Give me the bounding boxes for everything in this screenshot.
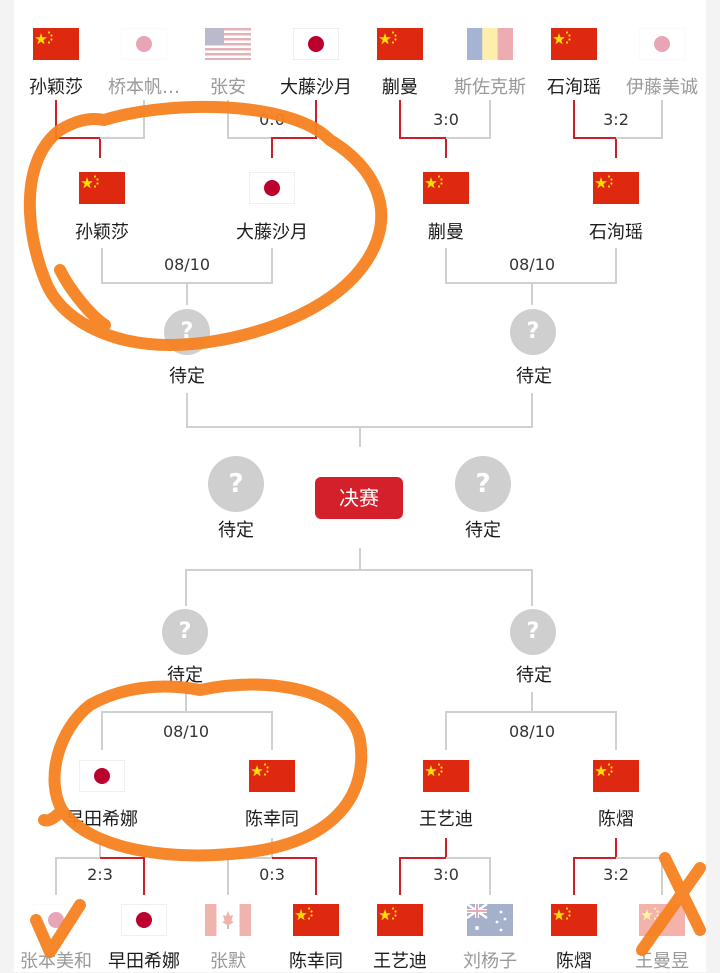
player-name[interactable]: 大藤沙月 <box>280 77 352 98</box>
flag-cn-icon <box>423 172 469 204</box>
flag-cn-icon <box>423 760 469 792</box>
flag-jp-icon <box>32 903 80 937</box>
player-name[interactable]: 陈幸同 <box>245 809 299 830</box>
flag-cn-icon <box>79 172 125 204</box>
flag-cn-icon <box>33 28 79 60</box>
player-name[interactable]: 孙颖莎 <box>29 77 83 98</box>
player-name[interactable]: 刘杨子 <box>463 951 517 972</box>
match-date: 08/10 <box>508 722 556 741</box>
final-left-pending-label: 待定 <box>218 520 254 541</box>
match-score: 0:0 <box>259 110 285 129</box>
flag-au-icon <box>466 902 513 936</box>
match-score: 3:2 <box>603 865 629 884</box>
flag-us-icon <box>205 28 251 60</box>
player-name[interactable]: 王艺迪 <box>373 951 427 972</box>
player-name[interactable]: 早田希娜 <box>66 809 138 830</box>
player-name[interactable]: 伊藤美诚 <box>626 77 698 98</box>
flag-ca-icon <box>205 904 251 936</box>
player-name[interactable]: 张默 <box>210 951 246 972</box>
flag-cn-icon <box>249 760 295 792</box>
match-score: 3:0 <box>433 110 459 129</box>
match-score: 3:0 <box>433 865 459 884</box>
player-name[interactable]: 孙颖莎 <box>75 222 129 243</box>
flag-cn-icon <box>293 904 339 936</box>
flag-jp-icon <box>638 27 686 61</box>
bottom-left-sf-pending-label: 待定 <box>167 665 203 686</box>
bottom-right-sf-pending-icon: ? <box>510 609 556 655</box>
top-left-sf-pending-label: 待定 <box>169 366 205 387</box>
flag-jp-icon <box>78 759 126 793</box>
player-name[interactable]: 陈熠 <box>598 809 634 830</box>
player-name[interactable]: 蒯曼 <box>382 77 418 98</box>
flag-cn-icon <box>551 904 597 936</box>
flag-jp-icon <box>248 171 296 205</box>
player-name[interactable]: 桥本帆… <box>108 77 180 98</box>
flag-cn-icon <box>377 28 423 60</box>
top-right-sf-pending-label: 待定 <box>516 366 552 387</box>
player-name[interactable]: 陈幸同 <box>289 951 343 972</box>
flag-cn-icon <box>377 904 423 936</box>
flag-jp-icon <box>292 27 340 61</box>
flag-cn-icon <box>551 28 597 60</box>
flag-ro-icon <box>467 28 513 60</box>
player-name[interactable]: 王艺迪 <box>419 809 473 830</box>
player-name[interactable]: 陈熠 <box>556 951 592 972</box>
match-date: 08/10 <box>162 722 210 741</box>
final-right-pending-icon: ? <box>455 456 511 512</box>
flag-cn-icon <box>639 904 685 936</box>
flag-jp-icon <box>120 903 168 937</box>
player-name[interactable]: 王曼昱 <box>635 951 689 972</box>
bottom-left-sf-pending-icon: ? <box>162 609 208 655</box>
player-name[interactable]: 石洵瑶 <box>547 77 601 98</box>
flag-cn-icon <box>593 172 639 204</box>
final-left-pending-icon: ? <box>208 456 264 512</box>
top-left-sf-pending-icon: ? <box>164 309 210 355</box>
player-name[interactable]: 斯佐克斯 <box>454 77 526 98</box>
match-date: 08/10 <box>508 255 556 274</box>
match-score: 3:2 <box>603 110 629 129</box>
top-right-sf-pending-icon: ? <box>510 309 556 355</box>
match-score: 2:3 <box>87 865 113 884</box>
final-right-pending-label: 待定 <box>465 520 501 541</box>
match-date: 08/10 <box>163 255 211 274</box>
player-name[interactable]: 早田希娜 <box>108 951 180 972</box>
player-name[interactable]: 张安 <box>210 77 246 98</box>
final-button[interactable]: 决赛 <box>315 477 403 519</box>
player-name[interactable]: 大藤沙月 <box>236 222 308 243</box>
player-name[interactable]: 蒯曼 <box>428 222 464 243</box>
match-score: 0:3 <box>259 865 285 884</box>
flag-cn-icon <box>593 760 639 792</box>
bottom-right-sf-pending-label: 待定 <box>516 665 552 686</box>
player-name[interactable]: 石洵瑶 <box>589 222 643 243</box>
flag-jp-icon <box>120 27 168 61</box>
